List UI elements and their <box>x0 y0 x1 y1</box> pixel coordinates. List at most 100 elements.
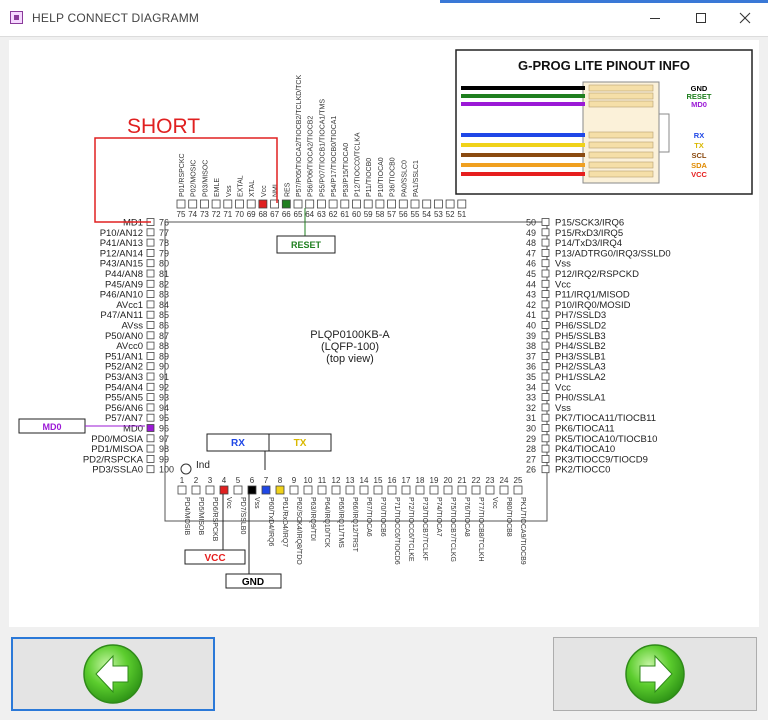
right-pin-pad <box>541 362 550 371</box>
left-pin-pad <box>146 454 155 463</box>
bottom-pin-label: P72/TIOCC6/TCLKE <box>407 497 414 562</box>
left-pin-label: AVss <box>122 321 144 332</box>
bottom-pin-number: 19 <box>430 476 439 485</box>
back-button[interactable] <box>11 637 215 711</box>
right-pin-label: P11/IRQ1/MISOD <box>555 290 630 301</box>
right-pin-number: 30 <box>526 424 536 434</box>
connector-slot <box>588 170 654 178</box>
right-pin-number: 42 <box>526 300 536 310</box>
left-pin-label: P57/AN7 <box>105 413 143 424</box>
bottom-pin-pad <box>429 485 439 495</box>
left-pin-label: PD0/MOSIA <box>91 434 143 445</box>
right-pin-number: 41 <box>526 310 536 320</box>
right-pin-number: 37 <box>526 351 536 361</box>
top-pin-pad <box>410 199 420 209</box>
right-pin-label: PH6/SSLD2 <box>555 321 606 332</box>
bottom-pin-number: 21 <box>458 476 467 485</box>
top-pin-pad <box>387 199 397 209</box>
left-pin-pad <box>146 393 155 402</box>
bottom-pin-number: 11 <box>318 476 327 485</box>
right-pin-pad <box>541 465 550 474</box>
pinout-wire-label: RX <box>694 131 704 140</box>
bottom-pin-label: P62/SCK4/IRQ8/TDO <box>295 497 302 565</box>
left-pin-label: P51/AN1 <box>105 351 143 362</box>
left-pin-pad <box>146 372 155 381</box>
maximize-button[interactable] <box>678 0 724 36</box>
right-pin-pad <box>541 290 550 299</box>
top-pin-pad <box>270 199 280 209</box>
bottom-pin-label: PK1/TIOCA9/TIOCB9 <box>519 497 526 565</box>
right-pin-number: 34 <box>526 382 536 392</box>
pin1-index-mark <box>180 463 192 475</box>
right-pin-label: PH5/SSLB3 <box>555 331 606 342</box>
right-pin-pad <box>541 351 550 360</box>
bottom-pin-label: P80/TIOCB8 <box>505 497 512 537</box>
chip-package: (LQFP-100) <box>321 341 379 353</box>
bottom-pin-label: P75/TIOCB7/TCLKG <box>449 497 456 562</box>
right-pin-pad <box>541 454 550 463</box>
chip-outline <box>164 221 548 522</box>
reset-label: RESET <box>291 240 322 250</box>
next-button[interactable] <box>553 637 757 711</box>
bottom-pin-label: PD4/MOSIB <box>183 497 190 535</box>
left-pin-pad <box>146 362 155 371</box>
right-pin-number: 43 <box>526 290 536 300</box>
close-icon <box>739 12 751 24</box>
top-pin-label: RES <box>284 182 291 197</box>
left-pin-pad <box>146 290 155 299</box>
close-button[interactable] <box>722 0 768 36</box>
left-pin-number: 80 <box>159 259 169 269</box>
left-pin-label: P47/AN11 <box>100 310 143 321</box>
right-pin-label: PK3/TIOCC9/TIOCD9 <box>555 454 648 465</box>
bottom-pin-pad <box>233 485 243 495</box>
left-pin-pad <box>146 424 155 432</box>
right-pin-pad <box>541 444 550 453</box>
top-pin-number: 55 <box>411 210 420 219</box>
right-pin-label: PK6/TIOCA11 <box>555 424 615 435</box>
bottom-pin-label: P63/IRQ9/TDI <box>309 497 316 541</box>
bottom-pin-label: PD6/RSPCKB <box>211 497 218 542</box>
top-pin-pad <box>293 199 303 209</box>
connector-slot <box>588 141 654 149</box>
bottom-pin-label: Vcc <box>491 497 498 509</box>
vcc-label-box <box>184 549 246 565</box>
bottom-pin-number: 2 <box>194 476 199 485</box>
bottom-pin-pad <box>401 485 411 495</box>
right-pin-number: 32 <box>526 403 536 413</box>
left-pin-pad <box>146 403 155 412</box>
right-pin-pad <box>541 393 550 402</box>
app-icon <box>10 11 23 24</box>
top-pin-label: P12/TIOCC0/TCLKA <box>355 132 362 197</box>
right-pin-pad <box>541 300 550 309</box>
left-pin-label: P54/AN4 <box>105 382 143 393</box>
tx-label-box <box>268 433 332 452</box>
right-pin-number: 38 <box>526 341 536 351</box>
right-pin-label: PK5/TIOCA10/TIOCB10 <box>555 434 657 445</box>
top-pin-number: 70 <box>235 210 244 219</box>
left-pin-number: 83 <box>159 290 169 300</box>
left-pin-pad <box>146 331 155 340</box>
left-pin-number: 78 <box>159 238 169 248</box>
left-pin-number: 79 <box>159 248 169 258</box>
top-pin-number: 56 <box>399 210 408 219</box>
top-pin-pad <box>188 199 198 209</box>
left-pin-number: 81 <box>159 269 169 279</box>
top-pin-label: P03/MISOC <box>202 160 209 197</box>
rx-label: RX <box>231 438 245 449</box>
left-pin-label: P53/AN3 <box>105 372 143 383</box>
bottom-pin-label: PD7/SSLB0 <box>239 497 246 534</box>
bottom-pin-number: 6 <box>250 476 255 485</box>
chip-view: (top view) <box>326 353 374 365</box>
top-pin-label: PA0/SSLC0 <box>401 160 408 197</box>
minimize-button[interactable] <box>632 0 678 36</box>
connector-slot <box>588 131 654 139</box>
right-pin-pad <box>541 218 550 226</box>
top-pin-label: EXTAL <box>238 175 245 197</box>
left-pin-pad <box>146 259 155 268</box>
bottom-pin-number: 15 <box>374 476 383 485</box>
left-pin-label: AVcc0 <box>116 341 143 352</box>
right-pin-label: Vss <box>555 403 571 414</box>
top-pin-pad <box>422 199 432 209</box>
left-pin-label: MD1 <box>123 218 143 229</box>
connector-key <box>658 113 670 153</box>
